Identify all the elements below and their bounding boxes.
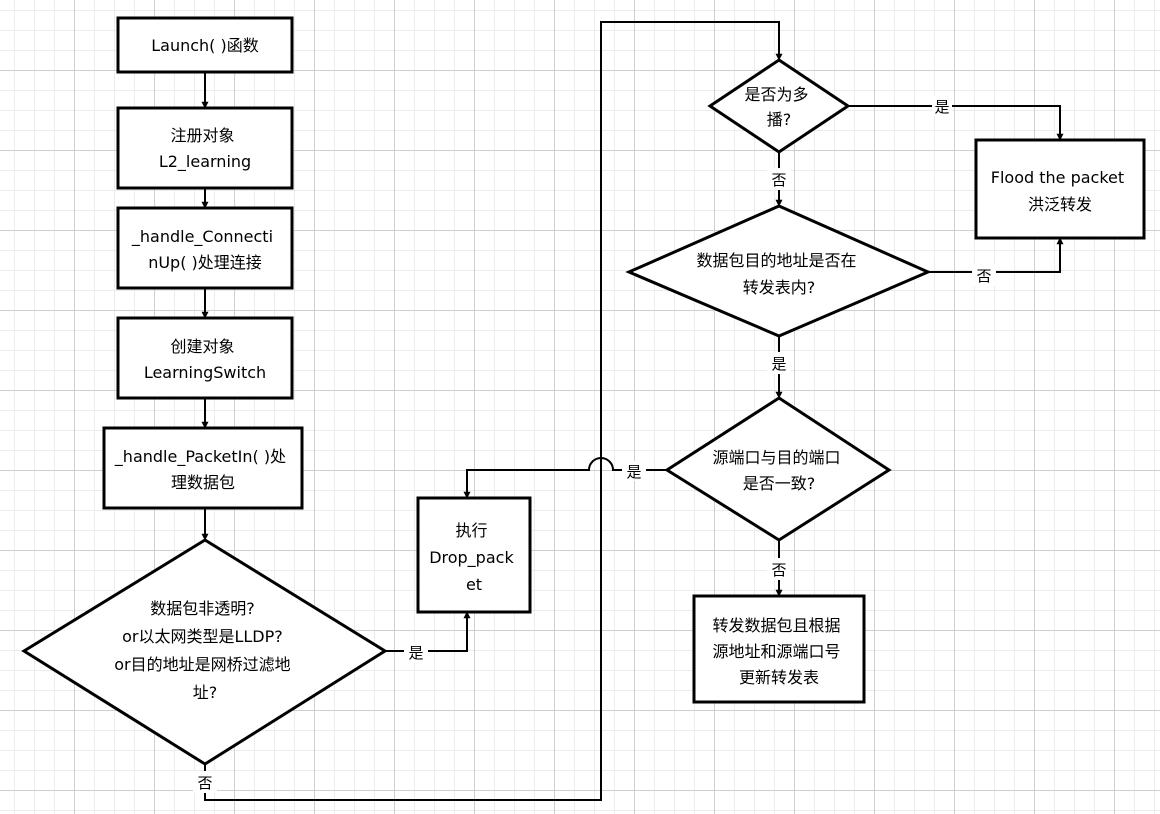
- edge-label-same-no: 否: [767, 558, 791, 580]
- svg-text:是: 是: [626, 463, 641, 481]
- svg-text:转发数据包且根据 源地址和源端口号: 转发数据包且根据 源地址和源端口号 更新转发表: [712, 616, 845, 687]
- edge-label-dst-no: 否: [972, 264, 996, 286]
- svg-text:否: 否: [771, 171, 786, 189]
- node-dst-in-table-line-2: 转发表内?: [743, 278, 816, 297]
- node-handle-packetin-line-2: 理数据包: [171, 473, 235, 492]
- edge-same-yes-drop: [463, 457, 667, 499]
- node-forward-update: 转发数据包且根据 源地址和源端口号 更新转发表: [692, 594, 866, 704]
- svg-text:Flood the packet 洪泛转发: Flood the packet 洪泛转发: [991, 168, 1129, 214]
- node-register-line-1: 注册对象: [170, 126, 234, 145]
- node-flood-line-1: Flood the packet: [991, 168, 1124, 187]
- node-forward-update-line-2: 源地址和源端口号: [712, 642, 840, 661]
- edge-label-multicast-no: 否: [767, 168, 791, 190]
- node-handle-connection: _handle_Connecti nUp( )处理连接: [116, 206, 294, 290]
- svg-text:数据包目的地址是否在 转发表内?: 数据包目的地址是否在 转发表内?: [696, 251, 861, 297]
- node-flood-line-2: 洪泛转发: [1028, 195, 1092, 214]
- edge-label-same-yes: 是: [622, 461, 646, 481]
- node-check-transparent-line-3: or目的地址是网桥过滤地: [114, 655, 290, 674]
- edge-label-multicast-yes: 是: [932, 96, 952, 116]
- svg-text:创建对象 LearningSwitch: 创建对象 LearningSwitch: [144, 337, 266, 382]
- svg-text:是: 是: [934, 98, 949, 116]
- node-create-object-line-2: LearningSwitch: [144, 363, 266, 382]
- node-same-port: 源端口与目的端口 是否一致?: [664, 396, 892, 542]
- svg-text:否: 否: [976, 267, 991, 285]
- node-check-transparent-line-1: 数据包非透明?: [150, 599, 255, 618]
- node-check-transparent: 数据包非透明? or以太网类型是LLDP? or目的地址是网桥过滤地 址?: [21, 538, 388, 766]
- svg-text:_handle_Connecti nUp( )处: _handle_Connecti nUp( )处理连接: [131, 227, 278, 272]
- node-handle-packetin-line-1: _handle_PacketIn( )处: [114, 447, 286, 467]
- node-is-multicast-line-2: 播?: [767, 110, 792, 129]
- edge-label-check-no: 否: [193, 771, 217, 793]
- node-dst-in-table: 数据包目的地址是否在 转发表内?: [625, 204, 932, 338]
- node-dst-in-table-line-1: 数据包目的地址是否在: [696, 251, 856, 270]
- svg-text:源端口与目的端口 是否一致?: 源端口与目的端口 是否一致?: [712, 448, 845, 493]
- svg-text:否: 否: [197, 774, 212, 792]
- node-create-object-line-1: 创建对象: [170, 337, 234, 356]
- node-flood: Flood the packet 洪泛转发: [974, 138, 1146, 240]
- node-register: 注册对象 L2_learning: [116, 106, 294, 190]
- edge-check-no-multicast: [204, 21, 783, 801]
- node-is-multicast-line-1: 是否为多: [744, 85, 808, 104]
- node-forward-update-line-3: 更新转发表: [739, 668, 819, 687]
- svg-text:否: 否: [771, 561, 786, 579]
- svg-text:是: 是: [408, 644, 423, 662]
- node-drop-packet-line-2: Drop_pack: [429, 548, 514, 568]
- node-same-port-line-2: 是否一致?: [743, 474, 816, 493]
- node-check-transparent-line-2: or以太网类型是LLDP?: [122, 627, 283, 646]
- node-launch: Launch( )函数: [116, 16, 294, 74]
- svg-text:数据包非透明? or以太网类型是LLDP?: 数据包非透明? or以太网类型是LLDP? or目的地址是网桥过滤地 址?: [114, 599, 295, 702]
- node-check-transparent-line-4: 址?: [193, 683, 218, 702]
- node-drop-packet-line-1: 执行: [455, 521, 487, 540]
- node-is-multicast: 是否为多 播?: [707, 58, 851, 154]
- node-register-line-2: L2_learning: [159, 152, 251, 172]
- edge-label-dst-yes: 是: [767, 352, 791, 374]
- svg-text:Launch( )函数: Launch( )函数: [151, 36, 259, 55]
- node-handle-packetin: _handle_PacketIn( )处 理数据包: [102, 426, 304, 510]
- edge-multicast-yes-flood: [848, 105, 1064, 141]
- svg-text:注册对象 L2_learning: 注册对象 L2_learning: [159, 126, 251, 172]
- node-launch-line-1: Launch( )函数: [151, 36, 259, 55]
- node-drop-packet-line-3: et: [466, 575, 482, 594]
- node-drop-packet: 执行 Drop_pack et: [416, 496, 532, 614]
- node-handle-connection-line-1: _handle_Connecti: [131, 227, 273, 247]
- svg-text:执行 Drop_pack et: 执行 Drop_pack et: [429, 521, 519, 594]
- node-handle-connection-line-2: nUp( )处理连接: [148, 253, 262, 272]
- svg-text:_handle_PacketIn( )处 理数据: _handle_PacketIn( )处 理数据包: [114, 447, 291, 492]
- node-same-port-line-1: 源端口与目的端口: [712, 448, 840, 467]
- svg-text:是否为多 播?: 是否为多 播?: [744, 85, 813, 129]
- svg-text:是: 是: [771, 355, 786, 373]
- node-forward-update-line-1: 转发数据包且根据: [712, 616, 840, 635]
- edge-label-check-yes: 是: [404, 642, 428, 662]
- node-create-object: 创建对象 LearningSwitch: [116, 316, 294, 400]
